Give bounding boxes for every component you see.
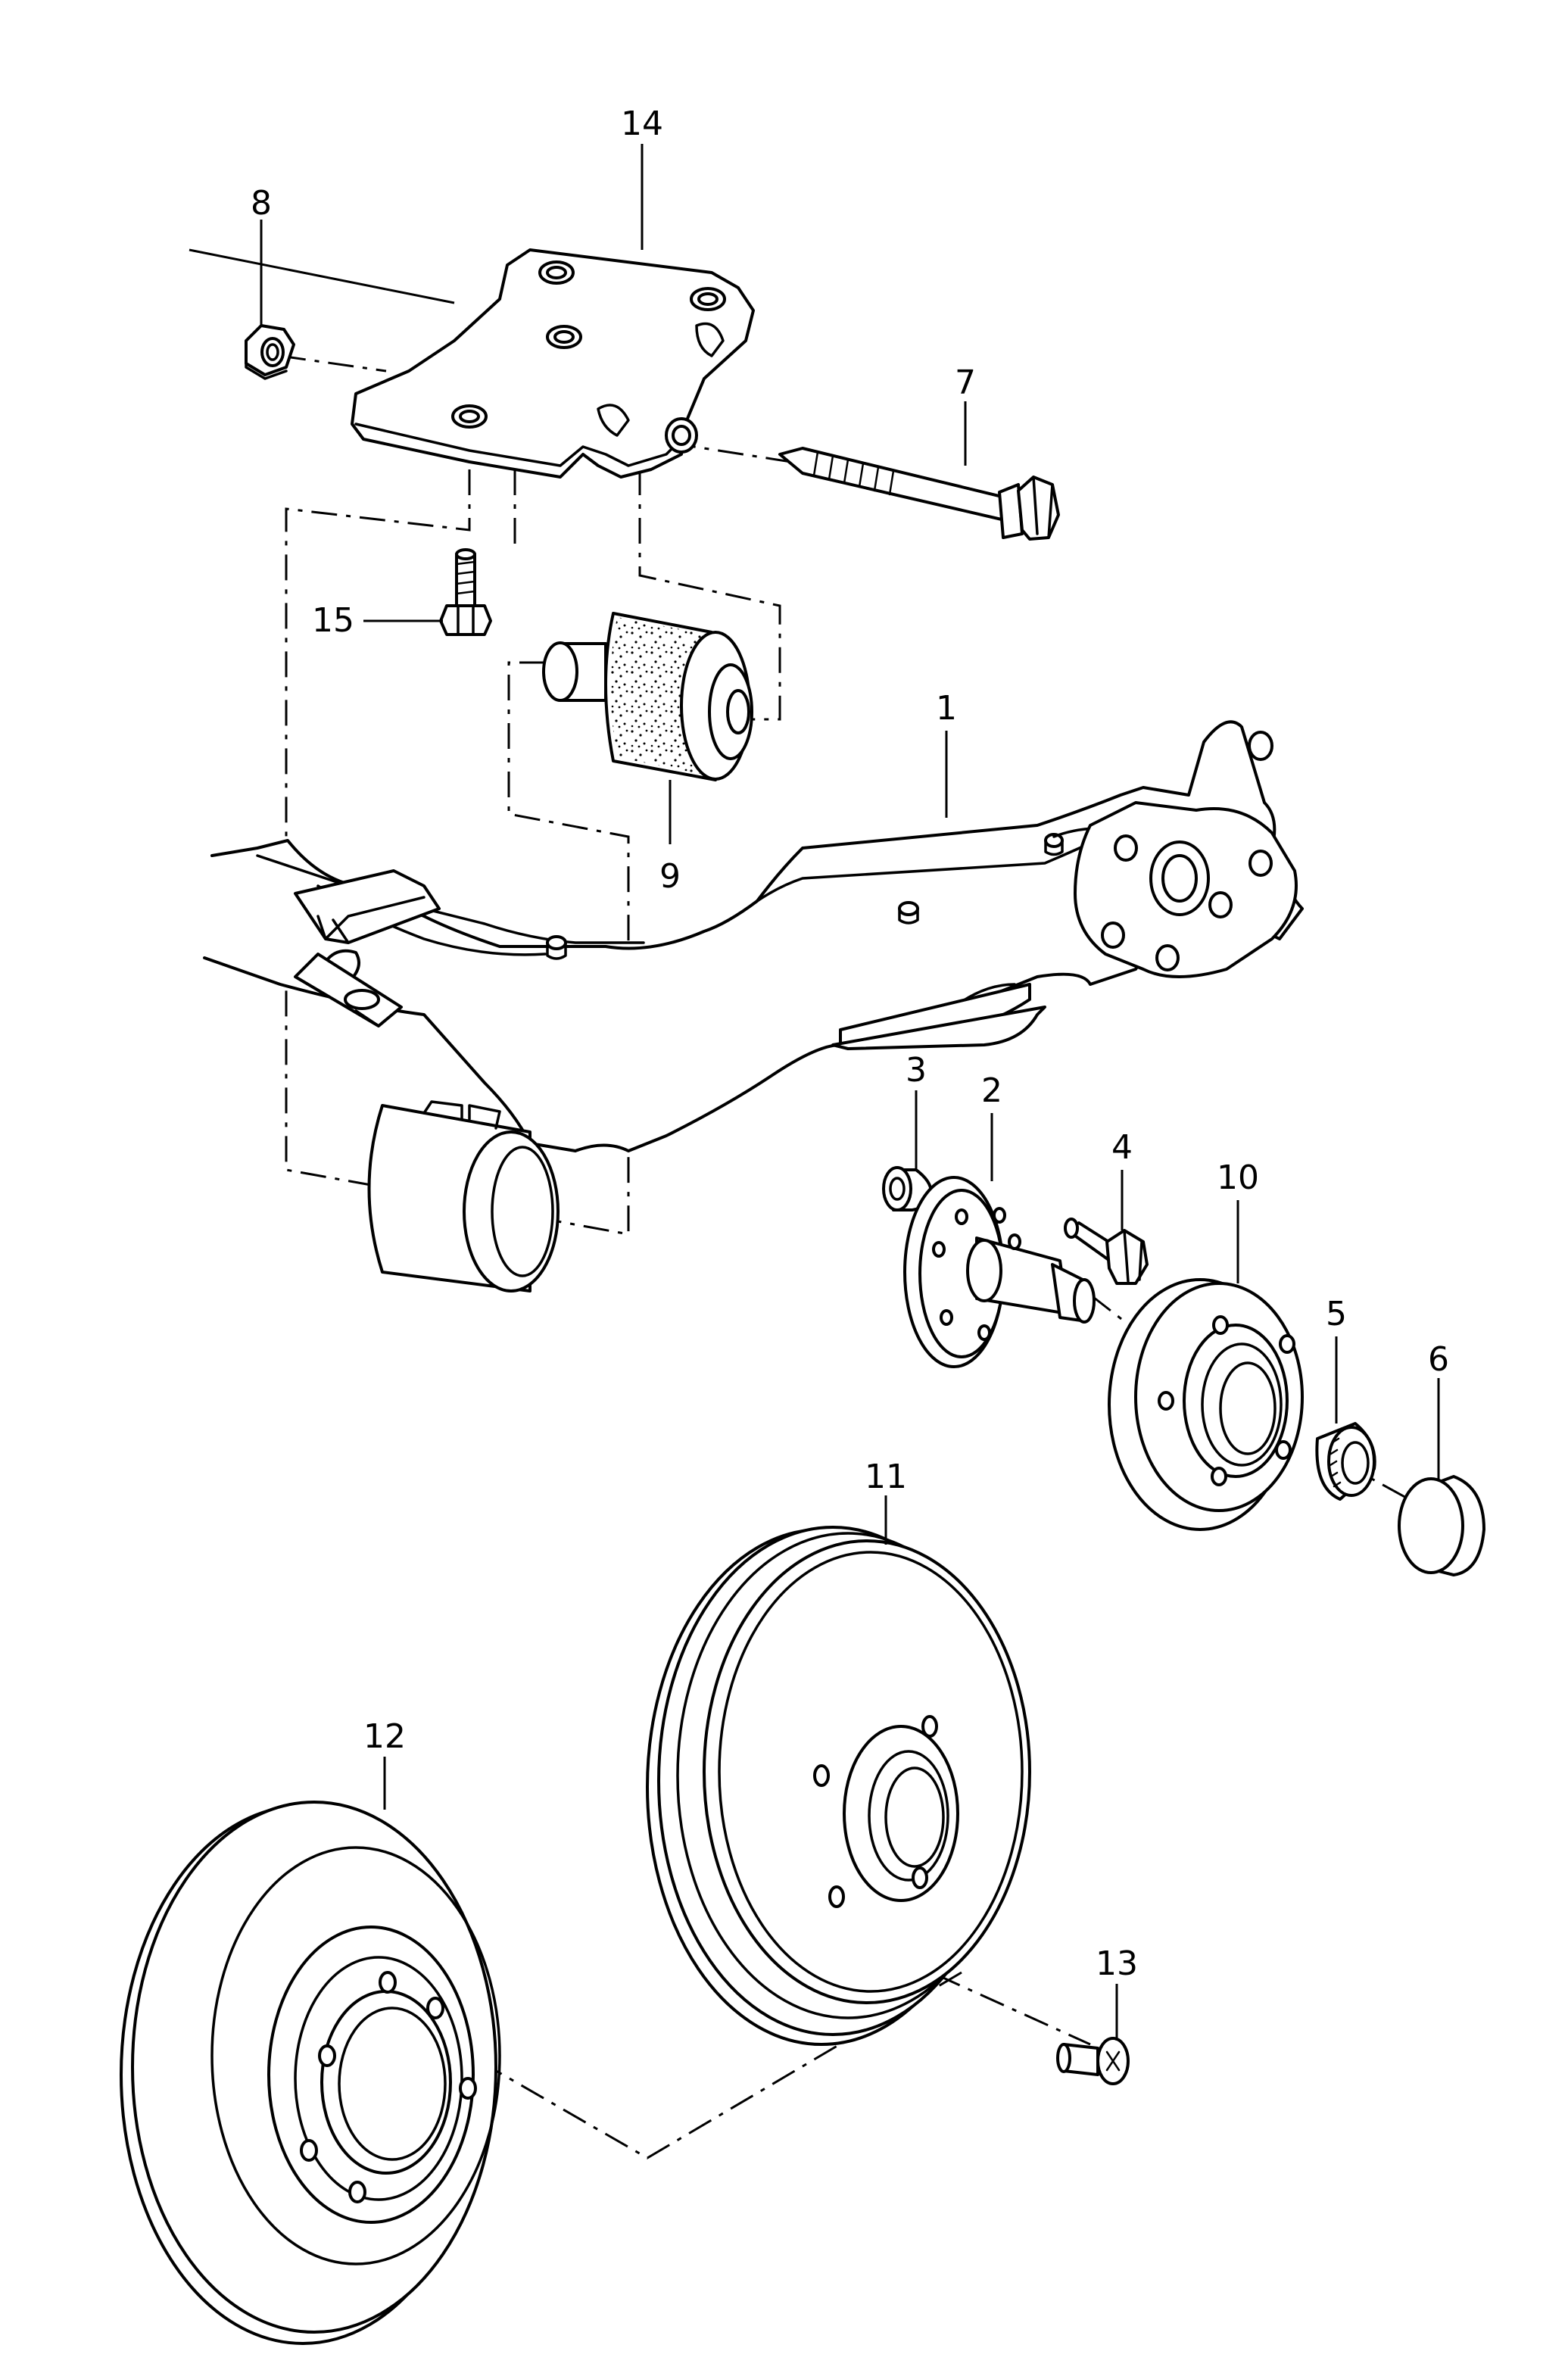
part-5-axle-nut xyxy=(1315,1422,1376,1501)
callout-3: 3 xyxy=(906,1051,927,1090)
part-6-grease-cap xyxy=(1398,1475,1485,1576)
part-2-stub-axle xyxy=(903,1176,1096,1368)
callout-5: 5 xyxy=(1326,1295,1347,1333)
callout-4: 4 xyxy=(1111,1128,1133,1167)
part-1-axle-beam xyxy=(203,720,1304,1152)
callout-8: 8 xyxy=(251,184,272,223)
callout-2: 2 xyxy=(981,1071,1002,1110)
part-8-flange-nut xyxy=(245,324,295,380)
part-7-long-bolt xyxy=(778,447,1060,541)
part-14-mounting-bracket xyxy=(351,248,755,479)
callout-12: 12 xyxy=(363,1717,406,1756)
part-12-brake-disc xyxy=(120,1801,501,2345)
callout-10: 10 xyxy=(1217,1158,1259,1197)
callout-1: 1 xyxy=(936,689,957,728)
part-11-brake-drum xyxy=(646,1526,1031,2046)
part-15-bolt xyxy=(439,548,492,636)
leader-lines xyxy=(189,144,1440,2041)
callout-14: 14 xyxy=(621,104,663,143)
callout-6: 6 xyxy=(1428,1340,1449,1379)
callout-15: 15 xyxy=(312,601,354,640)
callout-labels: 14 8 7 15 9 1 3 2 4 10 5 6 11 12 13 xyxy=(251,104,1449,1983)
callout-9: 9 xyxy=(659,857,681,896)
callout-13: 13 xyxy=(1096,1944,1138,1983)
part-13-screw xyxy=(1056,2037,1130,2085)
part-9-rubber-bushing xyxy=(542,612,753,781)
part-4-bolt xyxy=(1064,1218,1149,1285)
part-10-wheel-hub xyxy=(1108,1278,1304,1531)
part-1-beam-end-bushing xyxy=(367,1100,560,1293)
callout-7: 7 xyxy=(955,363,976,402)
callout-11: 11 xyxy=(865,1458,907,1496)
